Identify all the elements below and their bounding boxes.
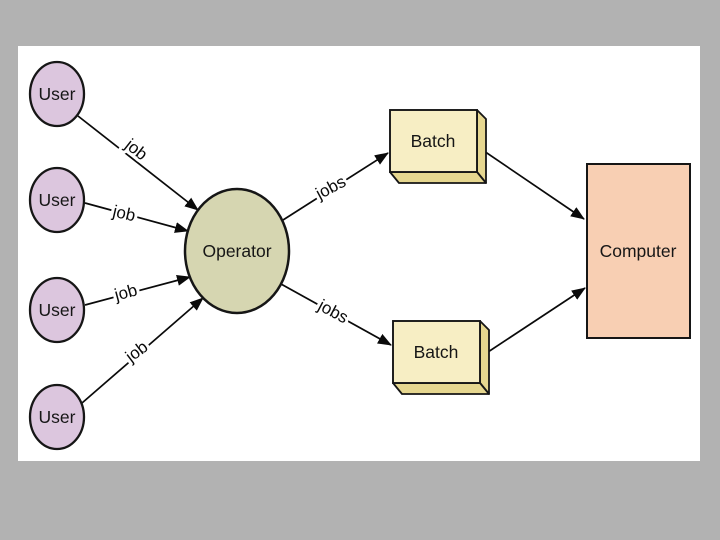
batch-label-1: Batch	[411, 131, 456, 151]
computer-node: Computer	[586, 163, 691, 339]
user-label-1: User	[39, 84, 76, 104]
user-node-1: User	[28, 60, 86, 128]
edge-user4-operator	[81, 297, 204, 404]
user-label-3: User	[39, 300, 76, 320]
edge-user3-operator	[84, 275, 191, 306]
edge-user2-operator	[84, 202, 189, 233]
edge-user1-operator	[77, 115, 199, 211]
edge-operator-batch1	[282, 152, 389, 221]
user-node-2: User	[28, 166, 86, 234]
edge-operator-batch2	[280, 283, 392, 346]
edge-batch2-computer	[484, 287, 586, 355]
user-label-4: User	[39, 407, 76, 427]
computer-label: Computer	[600, 241, 677, 261]
batch-node-1: Batch	[389, 109, 487, 184]
user-label-2: User	[39, 190, 76, 210]
user-node-4: User	[28, 383, 86, 451]
batch-node-2: Batch	[392, 320, 490, 395]
operator-node: Operator	[183, 187, 291, 315]
user-node-3: User	[28, 276, 86, 344]
edge-batch1-computer	[480, 148, 585, 220]
batch-label-2: Batch	[414, 342, 459, 362]
operator-label: Operator	[202, 241, 271, 261]
